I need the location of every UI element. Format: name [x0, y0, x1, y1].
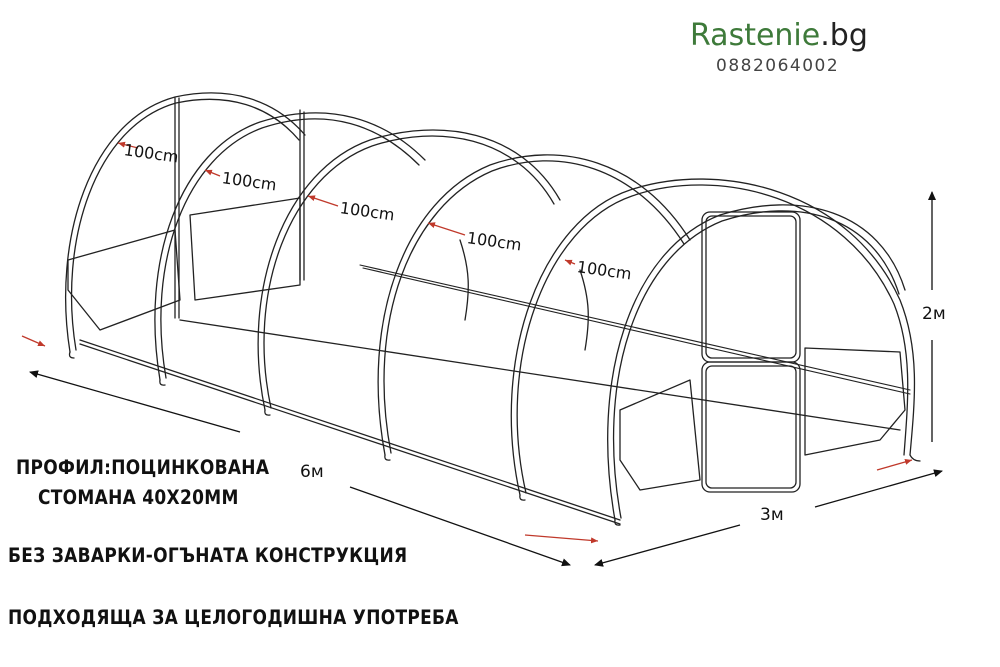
end-arch: [607, 204, 906, 526]
base-rails: [79, 264, 911, 525]
note-year-round: ПОДХОДЯЩА ЗА ЦЕЛОГОДИШНА УПОТРЕБА: [8, 606, 459, 630]
width-dimension-line-a: [594, 524, 741, 567]
brand-name-main: Rastenie: [690, 18, 821, 53]
side-panel-left: [67, 197, 301, 331]
note-profile-line1: ПРОФИЛ:ПОЦИНКОВАНА: [16, 456, 270, 480]
length-label: 6м: [300, 462, 324, 482]
note-no-welding: БЕЗ ЗАВАРКИ-ОГЪНАТА КОНСТРУКЦИЯ: [8, 544, 408, 568]
length-dimension-line-b: [349, 486, 571, 567]
brand-phone: 0882064002: [716, 56, 840, 76]
brand-name-tld: .bg: [820, 18, 868, 53]
arch-4: [377, 154, 691, 461]
length-dimension-line-a: [29, 370, 241, 433]
brand-block: Rastenie.bg 0882064002: [690, 18, 890, 76]
arch-3: [257, 129, 561, 416]
arch-2: [154, 109, 426, 386]
width-label: 3м: [760, 505, 784, 525]
height-label: 2м: [922, 304, 946, 324]
side-panel-front-left: [619, 379, 701, 491]
arch-1: [64, 92, 306, 359]
brand-logo: Rastenie.bg: [690, 18, 890, 54]
width-dimension-line-b: [814, 469, 943, 508]
arch-5: [510, 178, 921, 501]
side-panel-front-right: [804, 347, 906, 456]
dimension-lines: [29, 191, 943, 567]
red-markers: [21, 141, 913, 544]
door-frame: [701, 211, 801, 493]
note-profile-line2: СТОМАНА 40Х20ММ: [38, 486, 239, 510]
